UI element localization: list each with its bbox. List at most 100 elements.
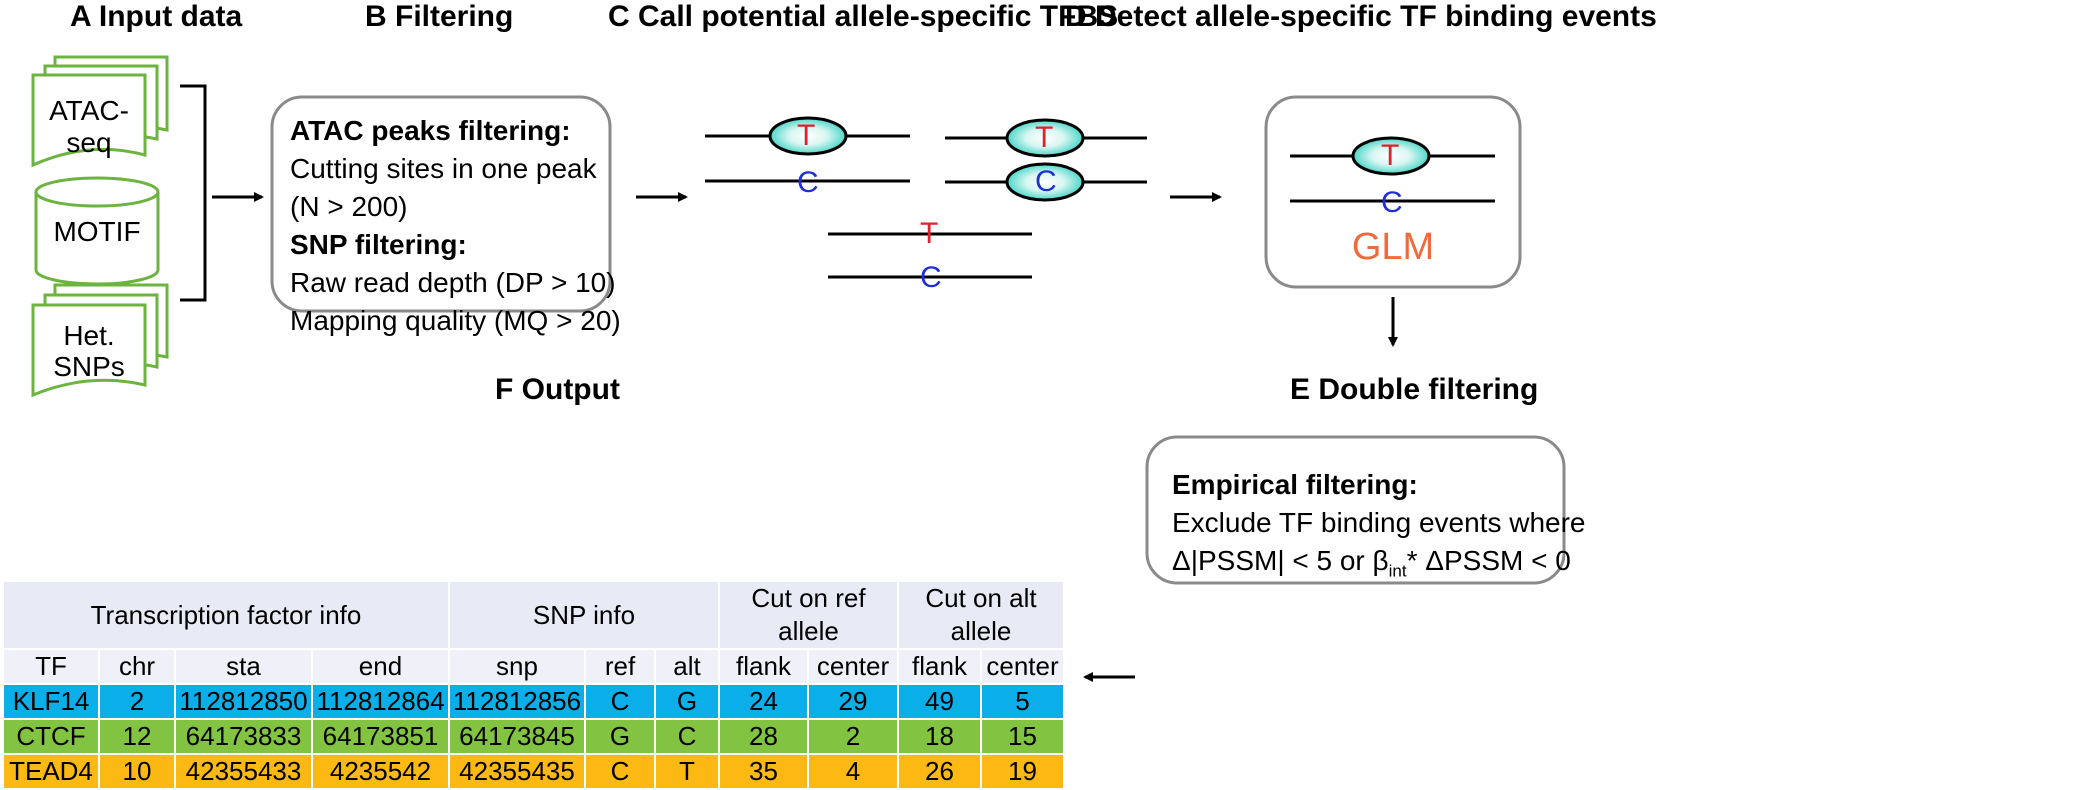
database-cylinder-icon: [34, 176, 160, 286]
table-column-cell: flank: [899, 650, 980, 683]
table-cell: 18: [899, 720, 980, 753]
bracket: [180, 84, 207, 302]
table-cell: C: [586, 685, 654, 718]
allele-c-label: C: [797, 166, 819, 199]
tf-binding-oval-icon: [1005, 162, 1085, 202]
table-cell: KLF14: [4, 685, 98, 718]
dna-strands-c: [705, 134, 1147, 279]
table-column-cell: TF: [4, 650, 98, 683]
table-cell: 29: [809, 685, 897, 718]
atac-filter-line1: Cutting sites in one peak: [290, 153, 597, 184]
table-cell: C: [656, 720, 718, 753]
empirical-filtering-text: Empirical filtering: Exclude TF binding …: [1172, 466, 1586, 591]
table-cell: 64173851: [313, 720, 448, 753]
table-cell: 2: [809, 720, 897, 753]
snp-filter-line2: Mapping quality (MQ > 20): [290, 305, 621, 336]
table-column-cell: sta: [176, 650, 311, 683]
table-cell: 19: [982, 755, 1063, 788]
table-cell: T: [656, 755, 718, 788]
table-cell: 112812856: [450, 685, 584, 718]
table-cell: 26: [899, 755, 980, 788]
table-cell: 35: [720, 755, 807, 788]
glm-label: GLM: [1351, 226, 1435, 268]
empirical-line2: Δ|PSSM| < 5 or βint* ΔPSSM < 0: [1172, 542, 1586, 591]
table-cell: 64173833: [176, 720, 311, 753]
table-cell: 28: [720, 720, 807, 753]
filtering-box: [270, 95, 612, 313]
allele-c-label: C: [1381, 186, 1403, 219]
panel-c-title: C Call potential allele-specific TFBS: [608, 0, 1119, 33]
document-stack-icon: [31, 55, 169, 168]
table-column-cell: ref: [586, 650, 654, 683]
table-column-cell: chr: [100, 650, 174, 683]
table-column-cell: alt: [656, 650, 718, 683]
allele-t-label: T: [1035, 121, 1054, 154]
table-cell: 5: [982, 685, 1063, 718]
tf-binding-oval-icon: [768, 116, 848, 156]
het-snps-line1: Het.: [63, 320, 115, 351]
table-group-cell: SNP info: [450, 582, 718, 648]
panel-b-title: B Filtering: [365, 0, 514, 33]
atac-filter-line2: (N > 200): [290, 191, 408, 222]
motif-label: MOTIF: [53, 216, 141, 247]
allele-t-label: T: [920, 217, 939, 250]
table-cell: G: [656, 685, 718, 718]
tf-binding-oval-icon: [1005, 118, 1085, 158]
empirical-line2-b: * ΔPSSM < 0: [1406, 545, 1571, 576]
table-column-cell: flank: [720, 650, 807, 683]
table-group-cell: Cut on ref allele: [720, 582, 897, 648]
table-group-cell: Cut on alt allele: [899, 582, 1063, 648]
table-cell: 4: [809, 755, 897, 788]
atac-seq-label: ATAC-seq: [49, 95, 129, 158]
het-snps-label: Het. SNPs: [33, 320, 145, 382]
empirical-filtering-box: [1145, 435, 1566, 585]
atac-filter-heading: ATAC peaks filtering:: [290, 115, 571, 146]
table-cell: 12: [100, 720, 174, 753]
panel-e-title: E Double filtering: [1290, 373, 1539, 406]
allele-c-label: C: [1035, 165, 1057, 198]
table-cell: 4235542: [313, 755, 448, 788]
table-cell: 64173845: [450, 720, 584, 753]
table-cell: 10: [100, 755, 174, 788]
table-cell: 49: [899, 685, 980, 718]
empirical-line2-a: Δ|PSSM| < 5 or β: [1172, 545, 1389, 576]
empirical-line1: Exclude TF binding events where: [1172, 507, 1586, 538]
table-cell: 24: [720, 685, 807, 718]
table-column-cell: center: [809, 650, 897, 683]
table-group-cell: Transcription factor info: [4, 582, 448, 648]
table-cell: G: [586, 720, 654, 753]
table-cell: 42355435: [450, 755, 584, 788]
table-cell: 112812850: [176, 685, 311, 718]
empirical-line2-sub: int: [1388, 561, 1407, 581]
panel-d-title: D Detect allele-specific TF binding even…: [1065, 0, 1657, 33]
glm-box: [1264, 95, 1522, 289]
document-stack-icon: [31, 283, 169, 398]
table-cell: 2: [100, 685, 174, 718]
snp-filter-line1: Raw read depth (DP > 10): [290, 267, 616, 298]
tf-binding-oval-icon: [1351, 136, 1431, 176]
empirical-heading: Empirical filtering:: [1172, 469, 1418, 500]
table-column-cell: center: [982, 650, 1063, 683]
panel-a-title: A Input data: [70, 0, 243, 33]
allele-t-label: T: [797, 119, 816, 152]
panel-f-title: F Output: [495, 373, 620, 406]
table-cell: CTCF: [4, 720, 98, 753]
table-cell: 42355433: [176, 755, 311, 788]
table-cell: 112812864: [313, 685, 448, 718]
filtering-text: ATAC peaks filtering: Cutting sites in o…: [290, 112, 621, 340]
table-cell: TEAD4: [4, 755, 98, 788]
table-column-cell: snp: [450, 650, 584, 683]
allele-c-label: C: [920, 261, 942, 294]
table-column-cell: end: [313, 650, 448, 683]
het-snps-line2: SNPs: [53, 351, 125, 382]
allele-t-label: T: [1381, 139, 1400, 172]
snp-filter-heading: SNP filtering:: [290, 229, 467, 260]
table-cell: 15: [982, 720, 1063, 753]
